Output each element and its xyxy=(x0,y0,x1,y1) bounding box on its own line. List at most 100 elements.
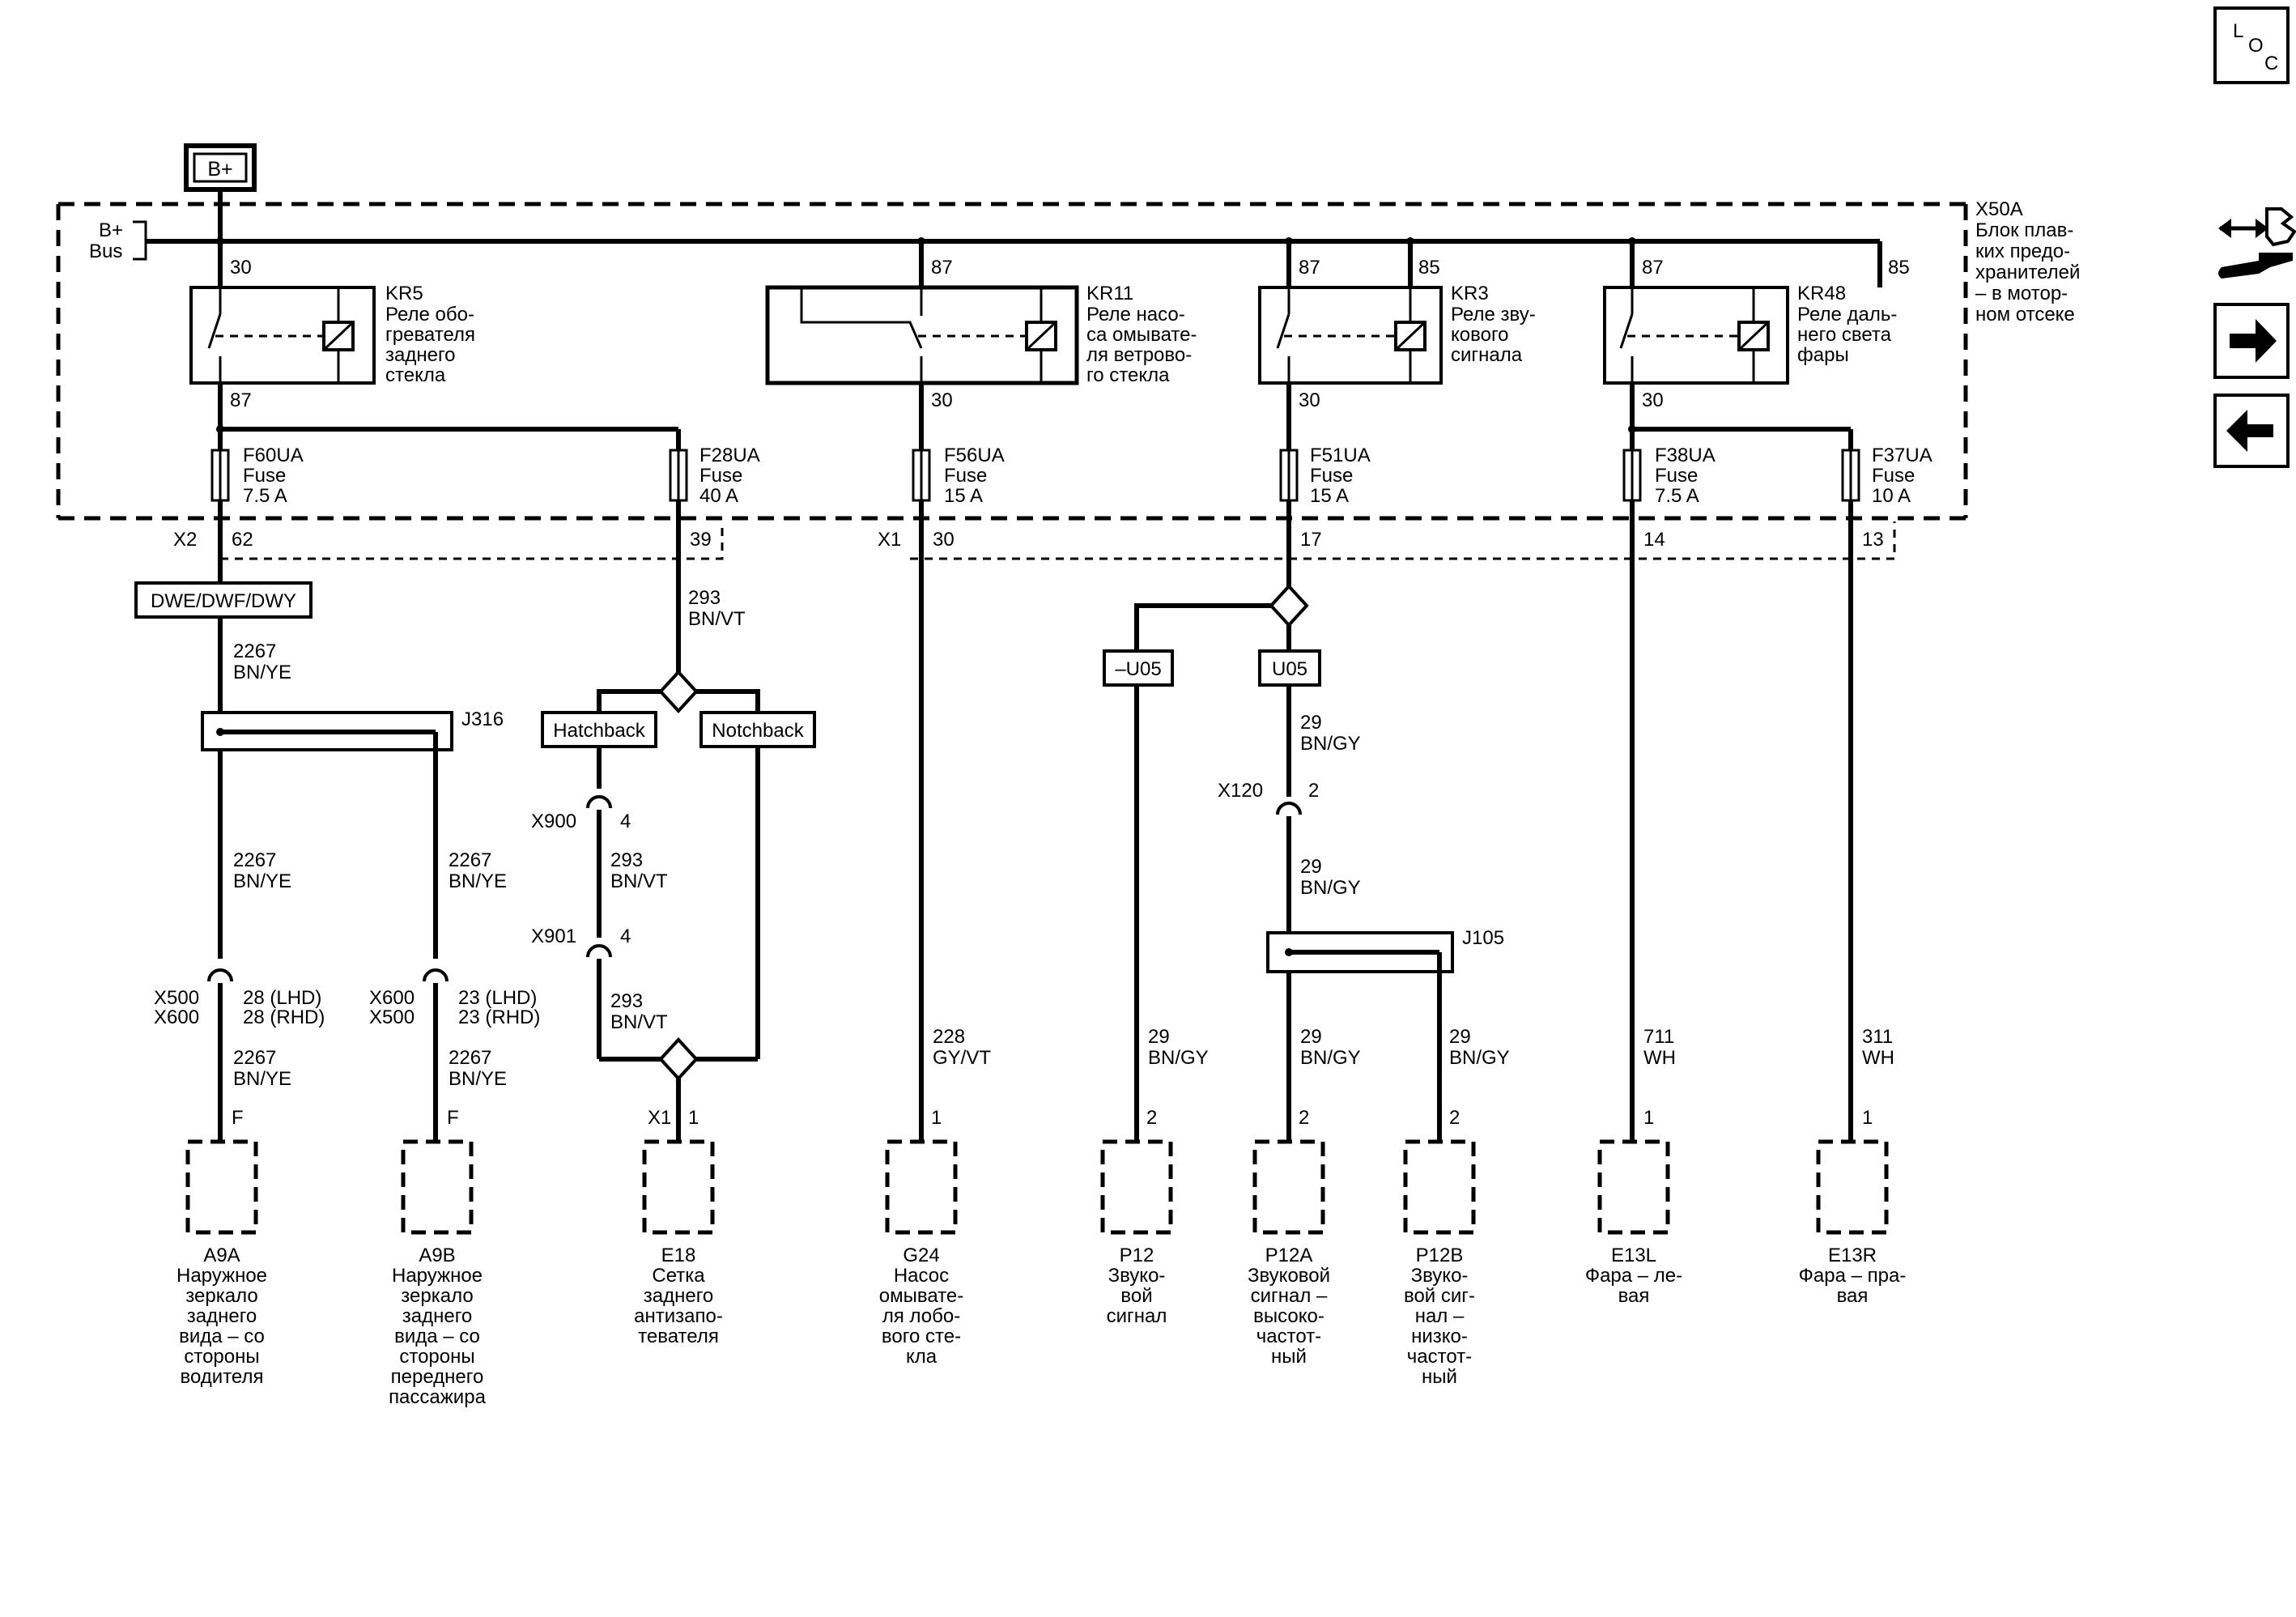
bus-label-1: B+ xyxy=(99,219,123,241)
g24-desc-4: кла xyxy=(906,1346,938,1368)
kr48-desc-1: него света xyxy=(1797,324,1892,346)
splice-j105: J105 xyxy=(1266,927,1504,973)
wire-bnye-b: BN/YE xyxy=(233,870,291,892)
x500b-label: X500 xyxy=(369,1006,415,1028)
wire-bnye-d: BN/YE xyxy=(233,1068,291,1090)
a9b-desc-0: Наружное xyxy=(392,1265,483,1287)
wire-2267-d: 2267 xyxy=(233,1047,276,1069)
a9a-pin-lhd: 28 (LHD) xyxy=(243,987,321,1009)
connector-wrench-icon[interactable] xyxy=(2218,207,2296,279)
component-e13r: 1 E13R Фара – пра- вая xyxy=(1799,1107,1907,1307)
kr11-pin-in: 87 xyxy=(931,257,953,279)
p12a-desc-3: частот- xyxy=(1256,1326,1321,1347)
fuse-f38ua: F38UA Fuse 7.5 A xyxy=(1622,445,1716,507)
loc-letter-l: L xyxy=(2233,20,2243,42)
e18-desc-2: антизапо- xyxy=(634,1305,723,1327)
e18-desc-1: заднего xyxy=(644,1285,714,1307)
component-a9a: F A9A Наружное зеркало заднего вида – со… xyxy=(176,1107,267,1388)
option-dwe-dwf-dwy: DWE/DWF/DWY xyxy=(134,581,313,619)
arrow-right-icon[interactable] xyxy=(2213,303,2290,379)
loc-letter-c: C xyxy=(2264,53,2278,74)
option-u05: U05 xyxy=(1258,649,1321,687)
e18-conn-label: X1 xyxy=(648,1107,671,1129)
component-e18: 1 E18 Сетка заднего антизапо- тевателя xyxy=(634,1107,723,1347)
wire-bnye-c: BN/YE xyxy=(449,870,507,892)
wire-gyvt: GY/VT xyxy=(933,1047,991,1069)
a9b-desc-1: зеркало xyxy=(401,1285,473,1307)
kr48-pin-in: 87 xyxy=(1642,257,1664,279)
wire-29-p12b: 29 xyxy=(1449,1026,1471,1048)
kr48-id: KR48 xyxy=(1797,283,1846,304)
f56ua-rating: 15 A xyxy=(944,485,983,507)
wire-bngy-a: BN/GY xyxy=(1300,733,1361,755)
f60ua-rating: 7.5 A xyxy=(243,485,287,507)
g24-desc-2: ля лобо- xyxy=(882,1305,960,1327)
dwe-label: DWE/DWF/DWY xyxy=(151,590,296,612)
wire-bnvt-a: BN/VT xyxy=(688,608,746,630)
f28ua-id: F28UA xyxy=(699,445,760,466)
option-splice-diamond-bottom xyxy=(658,1037,699,1081)
wire-2267-c: 2267 xyxy=(449,849,491,871)
wire-311: 311 xyxy=(1862,1026,1893,1048)
e13l-pin: 1 xyxy=(1643,1107,1654,1129)
wire-wh-r: WH xyxy=(1862,1047,1894,1069)
wire-2267-e: 2267 xyxy=(449,1047,491,1069)
f28ua-rating: 40 A xyxy=(699,485,738,507)
e13r-pin: 1 xyxy=(1862,1107,1873,1129)
g24-desc-3: вого сте- xyxy=(882,1326,961,1347)
relay-kr3: 87 85 KR3 Реле зву- кового сигнала 30 xyxy=(1258,237,1536,450)
notchback-label: Notchback xyxy=(712,720,804,742)
relay-kr11: 87 KR11 Реле насо- са омывате- ля ветров… xyxy=(765,237,1197,450)
option-notchback: Notchback xyxy=(699,711,816,748)
kr3-pin-in: 87 xyxy=(1299,257,1320,279)
location-icon[interactable]: L O C xyxy=(2213,6,2290,84)
component-p12b: 2 P12B Звуко- вой сиг- нал – низко- част… xyxy=(1403,1107,1476,1388)
fuse-f37ua: F37UA Fuse 10 A xyxy=(1841,445,1932,507)
x120-label: X120 xyxy=(1218,780,1263,802)
battery-supply: B+ xyxy=(184,143,257,192)
p12b-desc-0: Звуко- xyxy=(1411,1265,1469,1287)
a9a-desc-2: заднего xyxy=(187,1305,257,1327)
component-p12a: 2 P12A Звуковой сигнал – высоко- частот-… xyxy=(1248,1107,1330,1368)
x2-label: X2 xyxy=(173,529,197,551)
wire-228: 228 xyxy=(933,1026,965,1048)
x1-pin-14: 14 xyxy=(1643,529,1665,551)
e13l-desc-1: вая xyxy=(1618,1285,1650,1307)
wire-293-b: 293 xyxy=(610,849,643,871)
a9b-desc-3: вида – со xyxy=(394,1326,480,1347)
x600b-label: X600 xyxy=(369,987,415,1009)
x1-pin-13: 13 xyxy=(1862,529,1884,551)
wire-293-a: 293 xyxy=(688,587,721,609)
p12b-desc-2: нал – xyxy=(1415,1305,1465,1327)
p12b-pin: 2 xyxy=(1449,1107,1460,1129)
bplus-bus: B+ Bus xyxy=(89,219,1880,262)
a9b-desc-4: стороны xyxy=(399,1346,474,1368)
fuse-f56ua: F56UA Fuse 15 A xyxy=(912,445,1005,507)
kr5-desc-3: стекла xyxy=(385,364,446,386)
x901-label: X901 xyxy=(531,926,576,947)
a9b-pin-lhd: 23 (LHD) xyxy=(458,987,537,1009)
relay-kr5: 30 KR5 Реле обо- гревателя заднего стекл… xyxy=(189,241,475,429)
connector-x500-x600-a: X500 X600 28 (LHD) 28 (RHD) xyxy=(154,968,325,1142)
j105-label: J105 xyxy=(1462,927,1504,949)
f38ua-type: Fuse xyxy=(1655,465,1698,487)
x500a-label: X500 xyxy=(154,987,199,1009)
e13l-id: E13L xyxy=(1611,1245,1656,1266)
kr5-desc-1: гревателя xyxy=(385,324,475,346)
x1-pin-30: 30 xyxy=(933,529,955,551)
p12-desc-0: Звуко- xyxy=(1108,1265,1166,1287)
kr11-id: KR11 xyxy=(1086,283,1133,304)
wire-bngy-p12b: BN/GY xyxy=(1449,1047,1510,1069)
a9b-desc-2: заднего xyxy=(402,1305,473,1327)
g24-id: G24 xyxy=(903,1245,939,1266)
kr48-desc-2: фары xyxy=(1797,344,1849,366)
arrow-left-icon[interactable] xyxy=(2213,394,2290,468)
x900-label: X900 xyxy=(531,811,576,832)
a9b-id: A9B xyxy=(419,1245,455,1266)
relay-kr48: 87 85 KR48 Реле даль- него света фары 30 xyxy=(1603,237,1910,429)
kr11-desc-2: ля ветрово- xyxy=(1086,344,1192,366)
fuse-block-desc-3: – в мотор- xyxy=(1975,283,2068,304)
x600a-label: X600 xyxy=(154,1006,199,1028)
f51ua-rating: 15 A xyxy=(1310,485,1349,507)
p12-id: P12 xyxy=(1120,1245,1154,1266)
